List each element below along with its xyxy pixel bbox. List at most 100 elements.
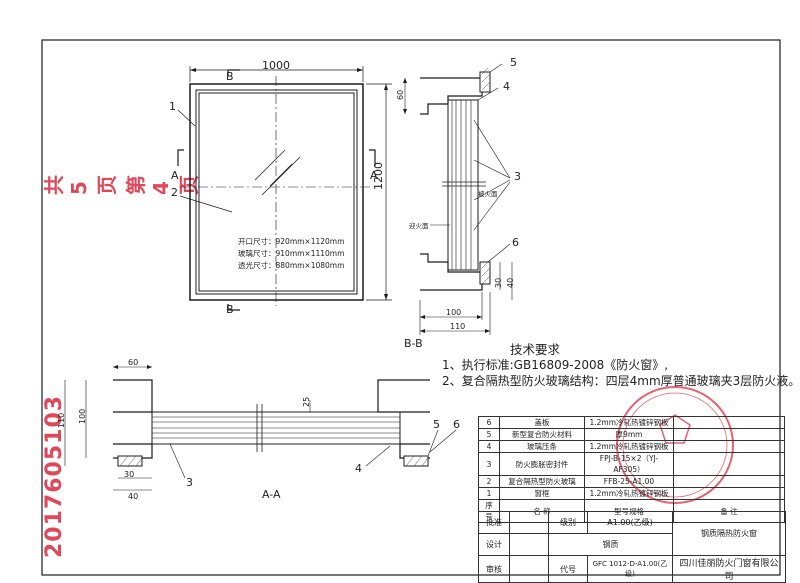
bom-note [673, 452, 785, 476]
bom-name: 窗框 [499, 487, 585, 500]
bom-no: 5 [478, 428, 500, 441]
approve-label: 批准 [478, 511, 510, 534]
bom-row: 1 窗框 1.2mm冷轧热镀锌钢板 [478, 487, 785, 500]
level-value: A1.00(乙级) [587, 511, 673, 534]
material-value: 钢质 [548, 533, 673, 556]
aa-dim-25: 25 [302, 396, 311, 407]
bom-note [673, 487, 785, 500]
opening-size: 开口尺寸：920mm×1120mm [238, 237, 345, 246]
glass-reflection-line [254, 149, 286, 181]
aa-callout-4: 4 [355, 462, 362, 475]
bom-name: 盖板 [499, 416, 585, 429]
sheet-border [41, 39, 781, 576]
back-side-label: 被火面 [478, 190, 498, 198]
aa-callout-3: 3 [186, 476, 193, 489]
glass-reflection-line [261, 156, 301, 196]
bom-note [673, 416, 785, 429]
bom-no: 2 [478, 475, 500, 488]
bom-row: 5 新型复合防火材料 厚9mm [478, 428, 785, 441]
bom-row: 4 玻璃压条 1.2mm冷轧热镀锌钢板 [478, 440, 785, 453]
front-view [177, 66, 392, 311]
bom-spec: 1.2mm冷轧热镀锌钢板 [584, 440, 674, 453]
bb-dim-60: 60 [396, 89, 405, 100]
clear-light-size: 透光尺寸：880mm×1080mm [238, 261, 345, 270]
aa-dim-110: 110 [57, 412, 66, 428]
bb-dim-110: 110 [450, 322, 466, 331]
aa-callout-6: 6 [453, 418, 460, 431]
bb-dim-40: 40 [506, 277, 515, 288]
bom-spec: FFB-25-A1.00 [584, 475, 674, 488]
bom-spec: FPJ-B-15×2（YJ-AF305） [584, 452, 674, 476]
bom-row: 2 复合隔热型防火玻璃 FFB-25-A1.00 [478, 475, 785, 488]
section-label-a-right: A [370, 169, 378, 182]
aa-dim-60: 60 [128, 358, 139, 367]
window-frame-mid [195, 89, 358, 295]
section-marker-b-bottom [227, 304, 240, 311]
bom-row: 3 防火膨胀密封件 FPJ-B-15×2（YJ-AF305） [478, 452, 785, 476]
review-label: 审核 [478, 555, 510, 583]
section-bb [403, 63, 513, 335]
bom-note [673, 428, 785, 441]
level-label: 级别 [548, 511, 588, 534]
bom-row: 6 盖板 1.2mm冷轧热镀锌钢板 [478, 416, 785, 429]
section-label-b-top: B [226, 70, 234, 83]
fire-side-label: 迎火面 [409, 222, 429, 230]
bom-name: 玻璃压条 [499, 440, 585, 453]
company-name: 四川佳丽防火门窗有限公司 [672, 555, 786, 583]
bom-note [673, 440, 785, 453]
aa-dim-40: 40 [128, 492, 139, 501]
aa-dim-30: 30 [124, 470, 135, 479]
callout-2: 2 [171, 186, 178, 199]
opening-specs: 开口尺寸：920mm×1120mm 玻璃尺寸：910mm×1110mm 透光尺寸… [238, 236, 344, 272]
bb-dim-100: 100 [446, 308, 462, 317]
bb-callout-4: 4 [503, 80, 510, 93]
bom-spec: 1.2mm冷轧热镀锌钢板 [584, 487, 674, 500]
callout-1: 1 [169, 100, 176, 113]
code-label: 代号 [548, 555, 588, 583]
bom-note [673, 475, 785, 488]
product-name: 钢质隔热防火窗 [672, 511, 786, 556]
glass-reflection-line [269, 163, 293, 187]
cover-plate-left [117, 455, 143, 467]
bb-callout-6: 6 [512, 236, 519, 249]
width-dimension: 1000 [262, 59, 290, 72]
section-marker-b-top [227, 69, 240, 76]
bb-callout-5: 5 [510, 56, 517, 69]
section-aa [64, 365, 457, 491]
bill-of-materials: 6 盖板 1.2mm冷轧热镀锌钢板 5 新型复合防火材料 厚9mm 4 玻璃压条… [478, 416, 785, 523]
section-aa-title: A-A [262, 488, 281, 501]
cover-plate-top [479, 71, 491, 93]
design-label: 设计 [478, 533, 510, 556]
bom-no: 1 [478, 487, 500, 500]
bom-spec: 1.2mm冷轧热镀锌钢板 [584, 416, 674, 429]
requirements-title: 技术要求 [510, 342, 561, 357]
bom-no: 4 [478, 440, 500, 453]
bom-name: 新型复合防火材料 [499, 428, 585, 441]
title-block: 批准 级别 A1.00(乙级) 钢质隔热防火窗 设计 钢质 审核 代号 GFC … [478, 511, 786, 583]
aa-callout-5: 5 [433, 418, 440, 431]
window-frame-outer [189, 83, 364, 301]
bom-name: 复合隔热型防火玻璃 [499, 475, 585, 488]
section-marker-a-left [177, 149, 184, 166]
requirement-1: 1、执行标准:GB16809-2008《防火窗》, [442, 358, 669, 372]
section-label-b-bottom: B [226, 303, 234, 316]
bom-name: 防火膨胀密封件 [499, 452, 585, 476]
design-sign [509, 533, 549, 556]
cover-plate-right [403, 455, 429, 467]
bom-no: 3 [478, 452, 500, 476]
aa-dim-100: 100 [78, 408, 87, 424]
section-bb-title: B-B [404, 337, 423, 350]
requirement-2: 2、复合隔热型防火玻璃结构：四层4mm厚普通玻璃夹3层防火液。 [442, 374, 800, 388]
height-dimension: 1200 [372, 162, 385, 190]
review-sign [509, 555, 549, 583]
bom-no: 6 [478, 416, 500, 429]
approve-sign [509, 511, 549, 534]
bb-dim-30: 30 [494, 277, 503, 288]
section-marker-a-right [369, 149, 376, 166]
glass-size: 玻璃尺寸：910mm×1110mm [238, 249, 345, 258]
bb-callout-3: 3 [514, 170, 521, 183]
code-value: GFC 1012-D-A1.00(乙级) [587, 555, 673, 583]
section-label-a-left: A [171, 169, 179, 182]
